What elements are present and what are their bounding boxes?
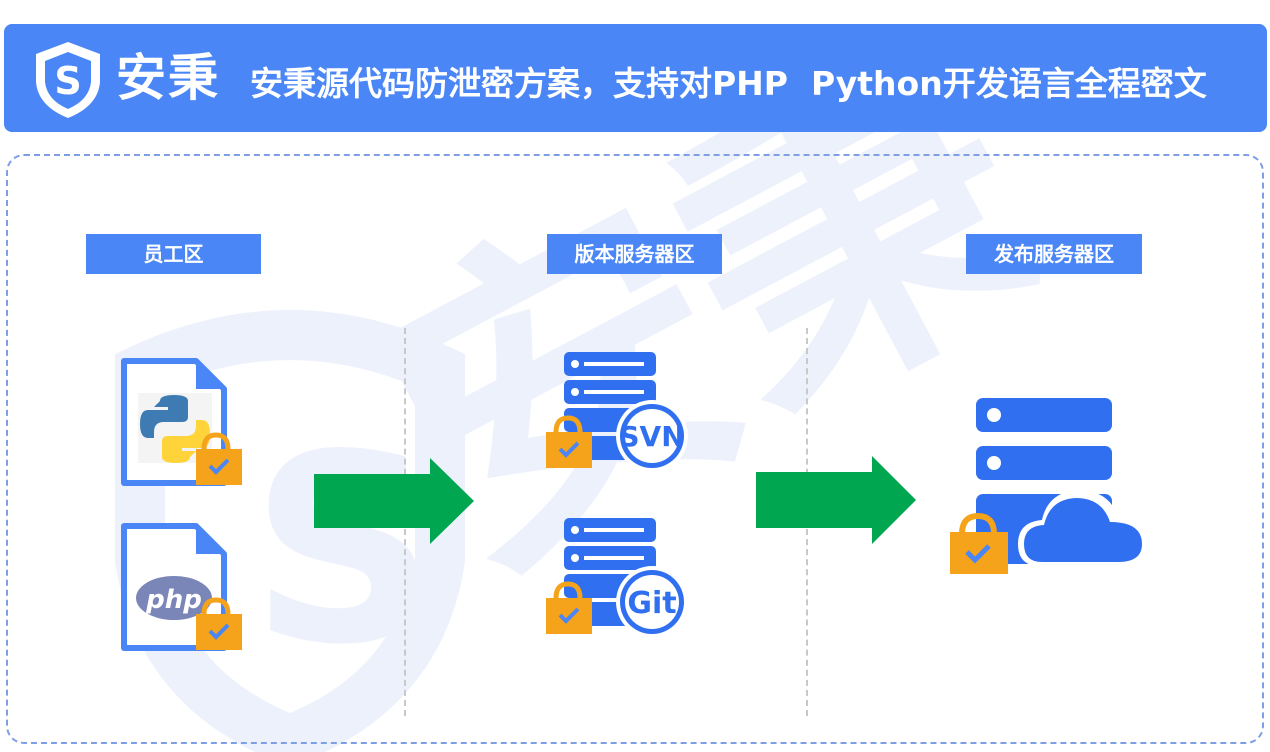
flow-arrow-icon	[756, 456, 916, 544]
python-file-icon	[121, 358, 242, 486]
lock-icon	[196, 597, 242, 650]
flow-arrow-icon	[314, 458, 474, 544]
svn-server-icon: SVN	[546, 352, 688, 472]
logo-letter: S	[54, 59, 81, 103]
lock-icon	[546, 581, 592, 634]
page-title: 安秉源代码防泄密方案，支持对PHP Python开发语言全程密文	[250, 64, 1207, 103]
git-badge: Git	[627, 586, 676, 621]
zone-label-publish-server: 发布服务器区	[966, 234, 1142, 274]
git-server-icon: Git	[546, 518, 688, 638]
zone-label-version-server: 版本服务器区	[547, 234, 722, 274]
shield-logo-icon: S	[36, 42, 100, 118]
cloud-server-icon	[950, 398, 1154, 574]
svn-badge: SVN	[619, 420, 684, 453]
lock-icon	[546, 415, 592, 468]
php-file-icon: php	[121, 523, 242, 651]
php-logo-text: php	[145, 585, 202, 615]
header-banner: S 安秉 安秉源代码防泄密方案，支持对PHP Python开发语言全程密文	[4, 24, 1267, 132]
zone-label-staff: 员工区	[86, 234, 261, 274]
diagram-frame	[6, 154, 1264, 744]
brand-name: 安秉	[116, 49, 220, 107]
lock-icon	[950, 512, 1008, 574]
lock-icon	[196, 432, 242, 485]
